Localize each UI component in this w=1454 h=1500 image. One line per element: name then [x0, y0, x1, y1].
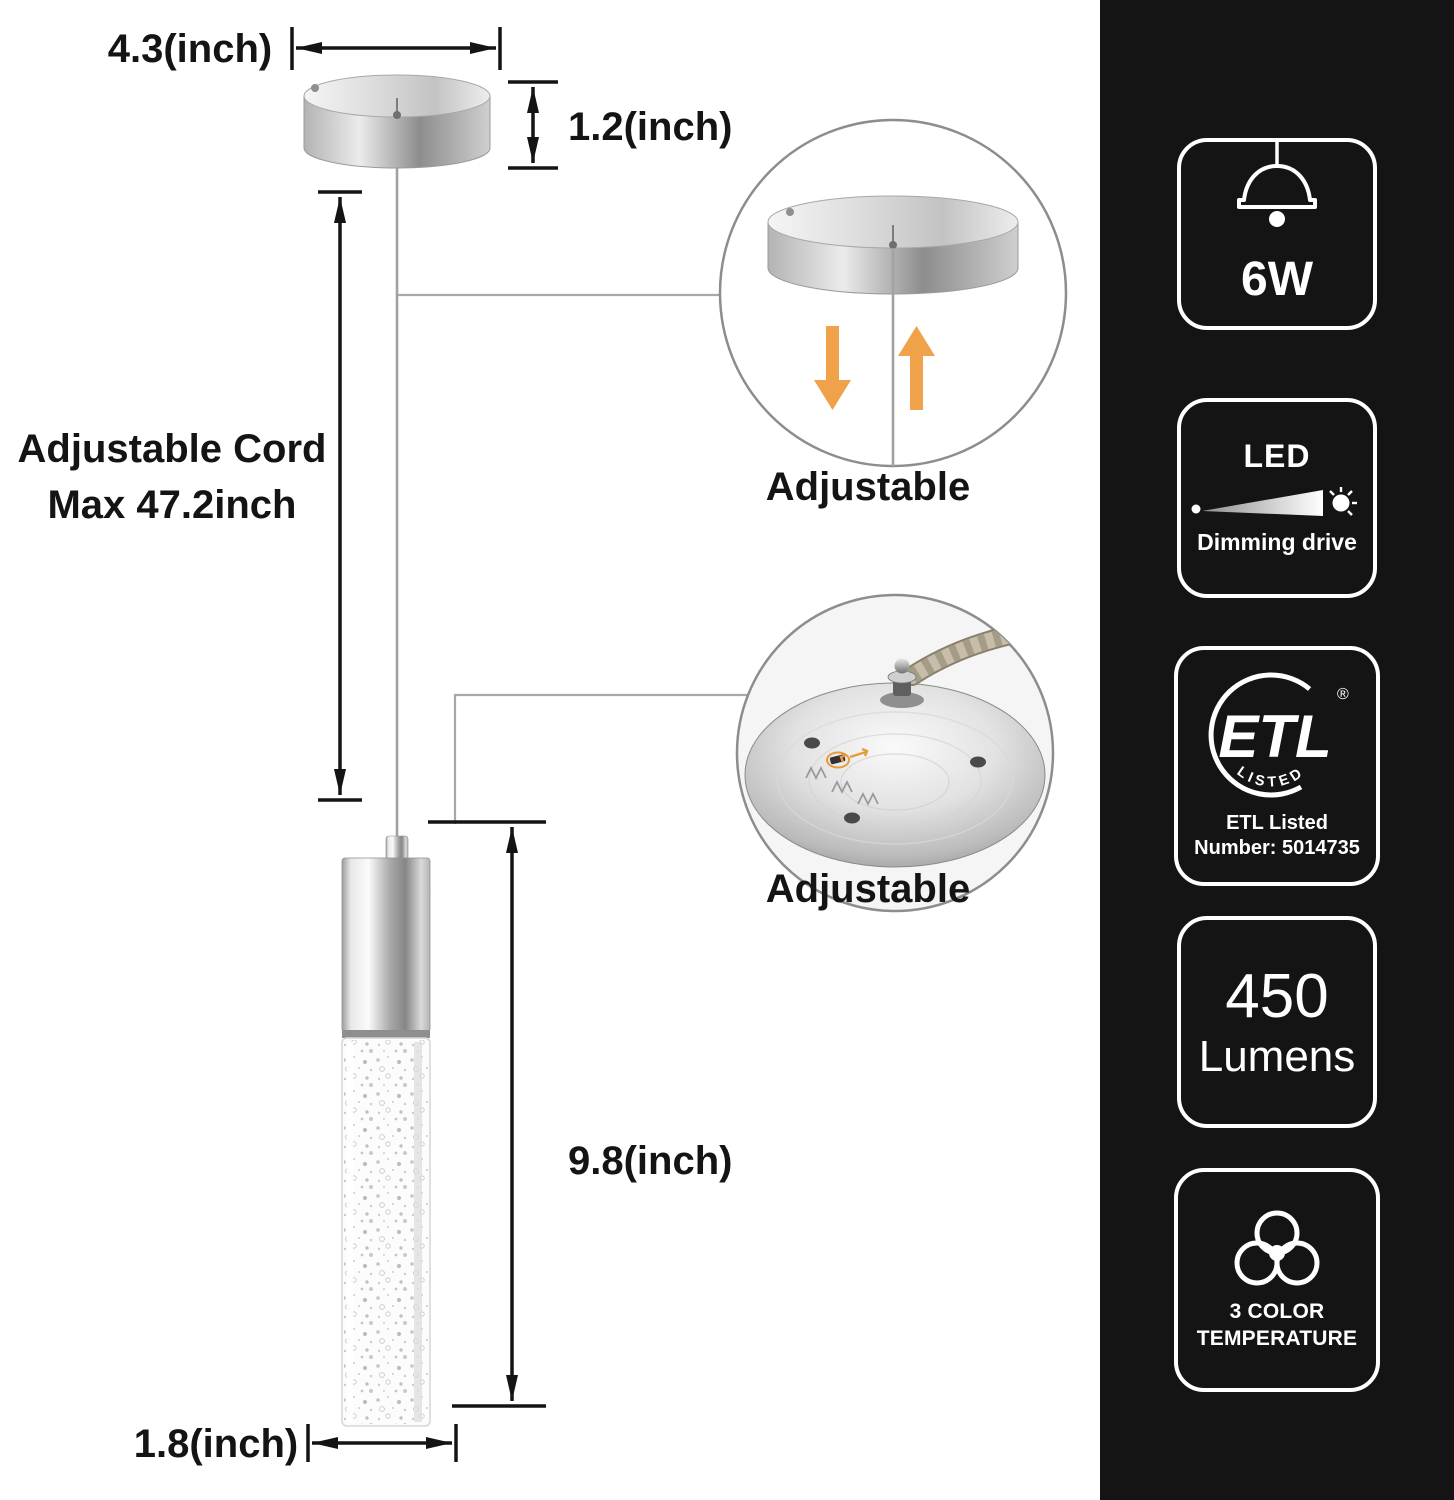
dim-adjustable-cord: Adjustable Cord Max 47.2inch — [18, 190, 362, 802]
canopy-cord-hub — [393, 111, 401, 119]
lamp-chrome-head — [341, 857, 431, 1033]
leader-line-bottom-inset — [453, 693, 750, 824]
color-temperature-icon — [1234, 1210, 1320, 1286]
etl-listed-line: ETL Listed — [1226, 812, 1328, 834]
dim-canopy-width: 4.3(inch) — [108, 27, 502, 71]
dim-lamp-diameter: 1.8(inch) — [134, 1422, 458, 1466]
lumens-value: 450 — [1225, 961, 1329, 1031]
inset-top-label: Adjustable — [766, 465, 970, 509]
dim-canopy-width-label: 4.3(inch) — [108, 27, 272, 71]
dimming-subtitle: Dimming drive — [1197, 529, 1357, 556]
lamp-collar — [342, 1030, 430, 1038]
led-title: LED — [1243, 438, 1311, 475]
dim-canopy-height: 1.2(inch) — [508, 80, 732, 170]
dimension-diagram: 4.3(inch) 1.2(inch) Adjustable Cord Max … — [18, 27, 1068, 1466]
etl-mark-icon: ETL ® LISTED — [1208, 672, 1349, 798]
dim-lamp-diameter-label: 1.8(inch) — [134, 1422, 298, 1466]
wattage-value: 6W — [1241, 253, 1313, 306]
ceiling-canopy — [303, 74, 491, 169]
badge-wattage: 6W — [1177, 138, 1377, 330]
cord-grip-knob — [880, 658, 924, 708]
etl-mark-text: ETL — [1218, 703, 1331, 770]
etl-registered-mark: ® — [1337, 686, 1349, 703]
lamp-top-fitting — [385, 835, 409, 861]
lumens-label: Lumens — [1198, 1031, 1356, 1081]
pendant-lamp — [341, 835, 431, 1427]
dim-lamp-height: 9.8(inch) — [428, 820, 732, 1408]
cord-label-line2: Max 47.2inch — [47, 483, 296, 527]
color-temp-line2: TEMPERATURE — [1196, 1327, 1358, 1350]
dimming-beam-icon — [1191, 487, 1357, 517]
arrow-up-icon — [898, 326, 935, 410]
inset-adjustable-canopy: Adjustable — [718, 118, 1068, 509]
feature-panel: 6W LED Dim — [1100, 0, 1454, 1500]
canopy-screw — [311, 84, 319, 92]
etl-number-line: Number: 5014735 — [1194, 837, 1360, 859]
badge-color-temperature: 3 COLOR TEMPERATURE — [1174, 1168, 1380, 1392]
cord-label-line1: Adjustable Cord — [18, 427, 327, 471]
pendant-lamp-icon — [1237, 142, 1317, 227]
color-temp-line1: 3 COLOR — [1229, 1299, 1325, 1323]
badge-dimming: LED Dimming drive — [1177, 398, 1377, 598]
dim-canopy-height-label: 1.2(inch) — [568, 105, 732, 149]
arrow-down-icon — [814, 326, 851, 410]
inset-bottom-label: Adjustable — [766, 867, 970, 911]
badge-lumens: 450 Lumens — [1177, 916, 1377, 1128]
inset-cord-lock: Adjustable — [735, 593, 1055, 913]
dim-lamp-height-label: 9.8(inch) — [568, 1139, 732, 1183]
lamp-crystal-body — [341, 1037, 431, 1427]
badge-etl: ETL ® LISTED ETL Listed Number: 5014735 — [1174, 646, 1380, 886]
